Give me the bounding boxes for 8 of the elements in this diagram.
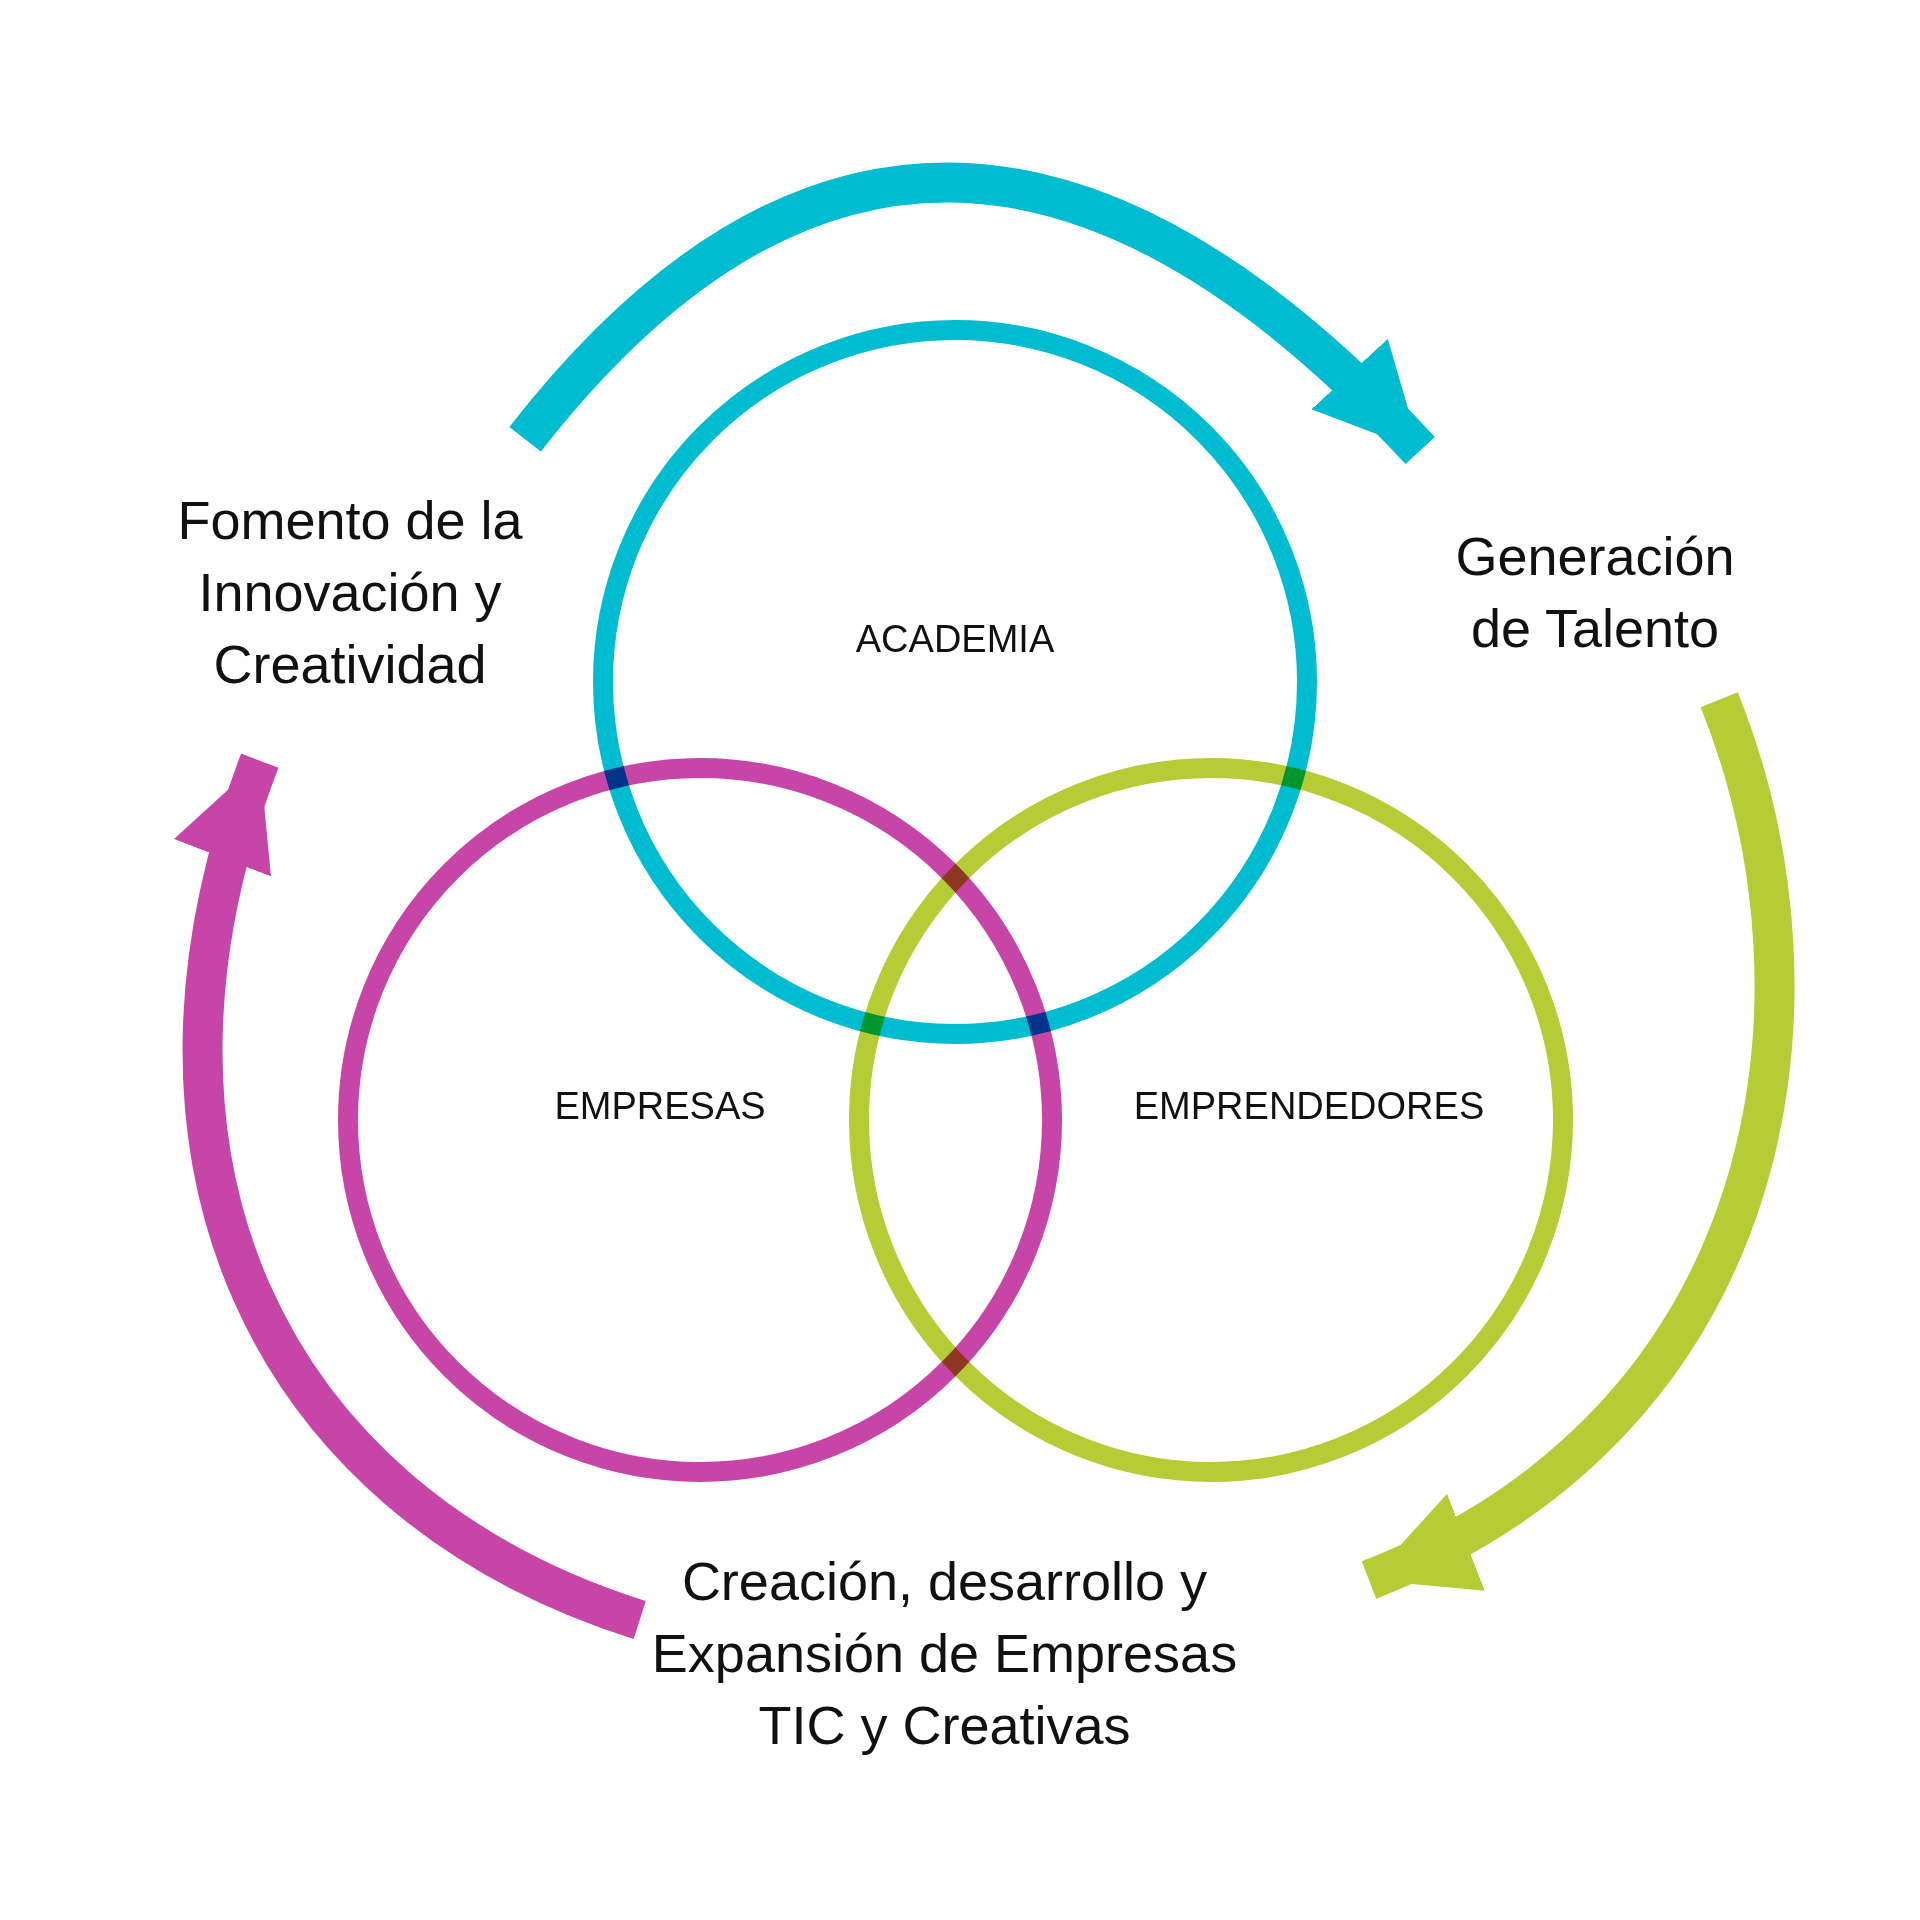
caption-text: Fomento de la Innovación y Creatividad xyxy=(130,318,570,845)
caption-text: Creación, desarrollo y Expansión de Empresas TIC y Creativas xyxy=(520,1530,1369,1780)
circle-label: EMPRENDEDORES xyxy=(1133,1084,1485,1128)
caption-text: Generación de Talento xyxy=(1365,340,1825,866)
circle-label: EMPRESAS xyxy=(554,1084,766,1128)
circle-label: ACADEMIA xyxy=(855,617,1055,661)
curved-arrow xyxy=(1360,693,1794,1599)
curved-arrow xyxy=(509,162,1435,465)
